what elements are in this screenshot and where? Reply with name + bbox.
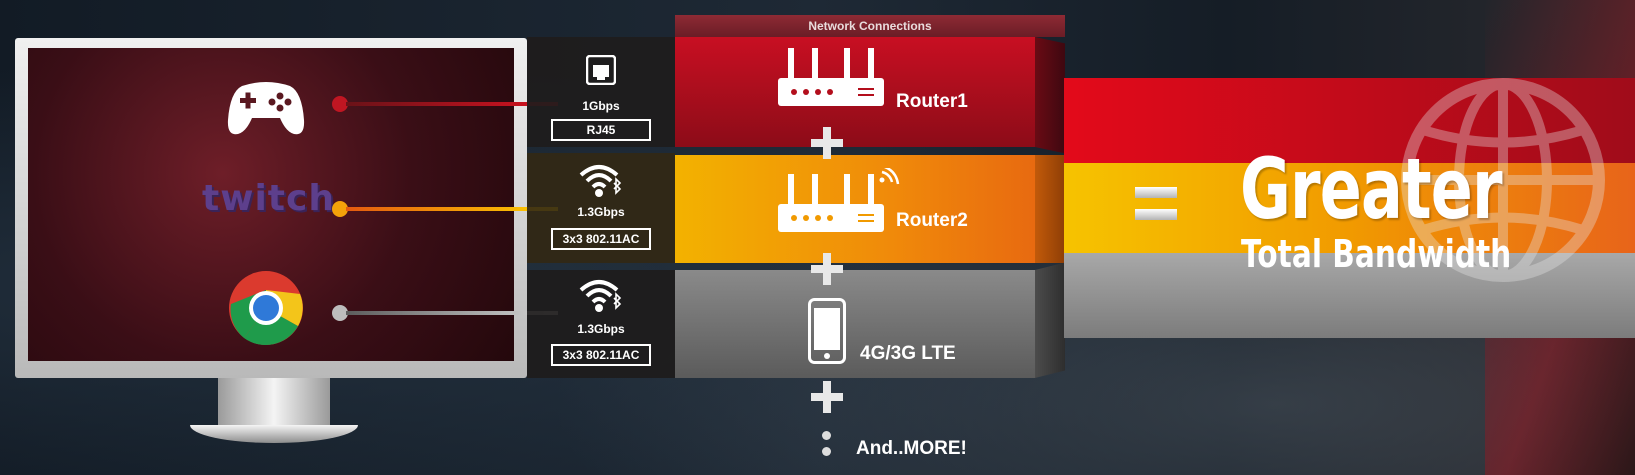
interface-panel-wifi-2: 1.3Gbps 3x3 802.11AC (527, 270, 675, 378)
more-dot (822, 447, 831, 456)
more-label: And..MORE! (856, 438, 967, 459)
result-band (1064, 78, 1635, 338)
more-dot (822, 431, 831, 440)
connection-label: 4G/3G LTE (860, 343, 956, 364)
plus-icon (811, 253, 843, 285)
gamepad-icon (227, 82, 305, 135)
connection-line-red (346, 102, 558, 106)
result-band-red (1064, 78, 1635, 163)
interface-tag: 3x3 802.11AC (551, 344, 651, 366)
monitor-stand (218, 378, 330, 430)
result-band-orange (1064, 163, 1635, 253)
connection-dot-red (332, 96, 348, 112)
plus-icon (811, 127, 843, 159)
result-band-gray (1064, 253, 1635, 338)
interface-panel-wifi-1: 1.3Gbps 3x3 802.11AC (527, 153, 675, 263)
connection-label: Router2 (896, 210, 968, 231)
interface-tag: 3x3 802.11AC (551, 228, 651, 250)
result-subtitle: Total Bandwidth (1241, 232, 1512, 276)
monitor-base (190, 425, 358, 443)
connection-label: Router1 (896, 91, 968, 112)
interface-tag: RJ45 (551, 119, 651, 141)
connection-dot-gray (332, 305, 348, 321)
connection-bar-side (1035, 262, 1065, 378)
connection-line-gray (346, 311, 558, 315)
router-wireless-icon (778, 168, 900, 232)
connection-dot-orange (332, 201, 348, 217)
interface-speed: 1Gbps (582, 99, 620, 113)
connection-line-orange (346, 207, 558, 211)
connection-bar-side (1035, 37, 1065, 154)
plus-icon (811, 381, 843, 413)
equals-icon (1135, 187, 1177, 223)
interface-speed: 1.3Gbps (577, 322, 625, 336)
router-icon (778, 48, 884, 106)
ethernet-port-icon (586, 55, 616, 85)
connection-bar-side (1035, 155, 1065, 263)
result-title: Greater (1240, 140, 1503, 238)
globe-icon (1401, 78, 1605, 282)
wifi-bluetooth-icon (579, 165, 622, 197)
connection-bar-lte (675, 270, 1035, 378)
smartphone-icon (808, 298, 846, 364)
chrome-icon (229, 271, 303, 346)
network-connections-header: Network Connections (675, 15, 1065, 37)
wifi-bluetooth-icon (579, 280, 622, 312)
twitch-logo: twitch (202, 178, 335, 219)
interface-panel-rj45: 1Gbps RJ45 (527, 37, 675, 147)
interface-speed: 1.3Gbps (577, 205, 625, 219)
